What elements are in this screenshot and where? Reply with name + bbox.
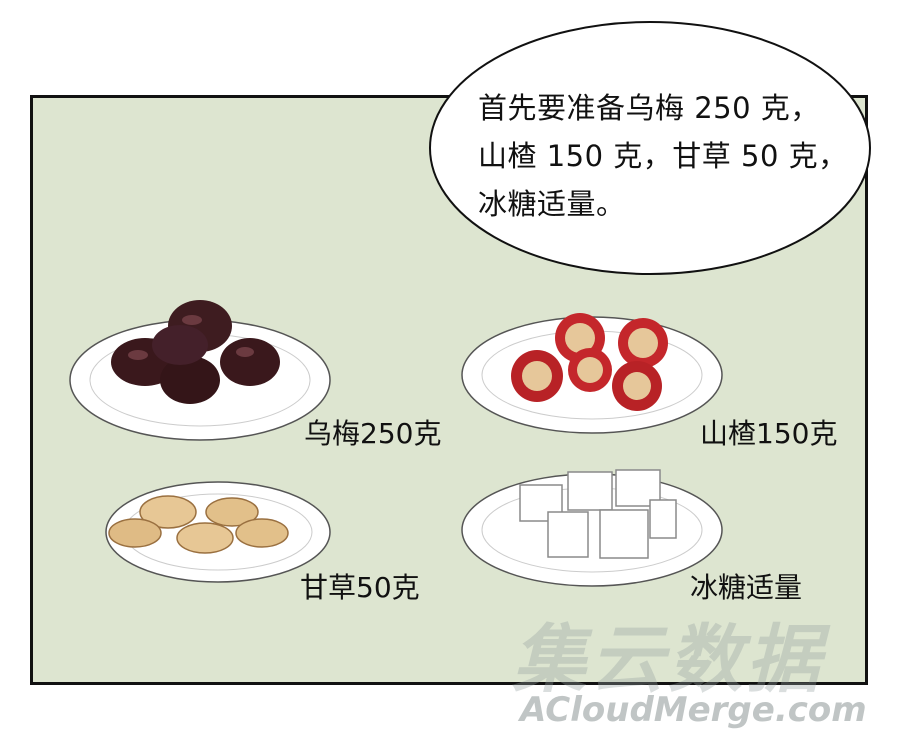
hawthorn-label: 山楂150克 bbox=[700, 417, 838, 450]
licorice-slice-icon bbox=[108, 495, 289, 554]
hawthorn-plate bbox=[461, 313, 723, 434]
speech-bubble bbox=[429, 21, 871, 275]
rock-sugar-icon bbox=[519, 469, 677, 559]
bubble-line-1: 首先要准备乌梅 250 克， bbox=[478, 91, 820, 125]
rock-sugar-plate bbox=[461, 469, 723, 587]
hawthorn-icon bbox=[511, 313, 668, 411]
plum-plate bbox=[69, 300, 331, 441]
bubble-line-2: 山楂 150 克，甘草 50 克， bbox=[478, 139, 848, 173]
bubble-line-3: 冰糖适量。 bbox=[478, 187, 626, 221]
watermark-cn: 集云数据 bbox=[512, 617, 824, 703]
licorice-label: 甘草50克 bbox=[300, 571, 420, 604]
rock-sugar-label: 冰糖适量 bbox=[690, 571, 803, 604]
dark-plum-icon bbox=[111, 300, 280, 404]
speech-bubble-text: 首先要准备乌梅 250 克， 山楂 150 克，甘草 50 克， 冰糖适量。 bbox=[478, 84, 858, 228]
plum-label: 乌梅250克 bbox=[304, 417, 442, 450]
watermark-en: ACloudMerge.com bbox=[520, 690, 867, 730]
licorice-plate bbox=[105, 481, 331, 583]
